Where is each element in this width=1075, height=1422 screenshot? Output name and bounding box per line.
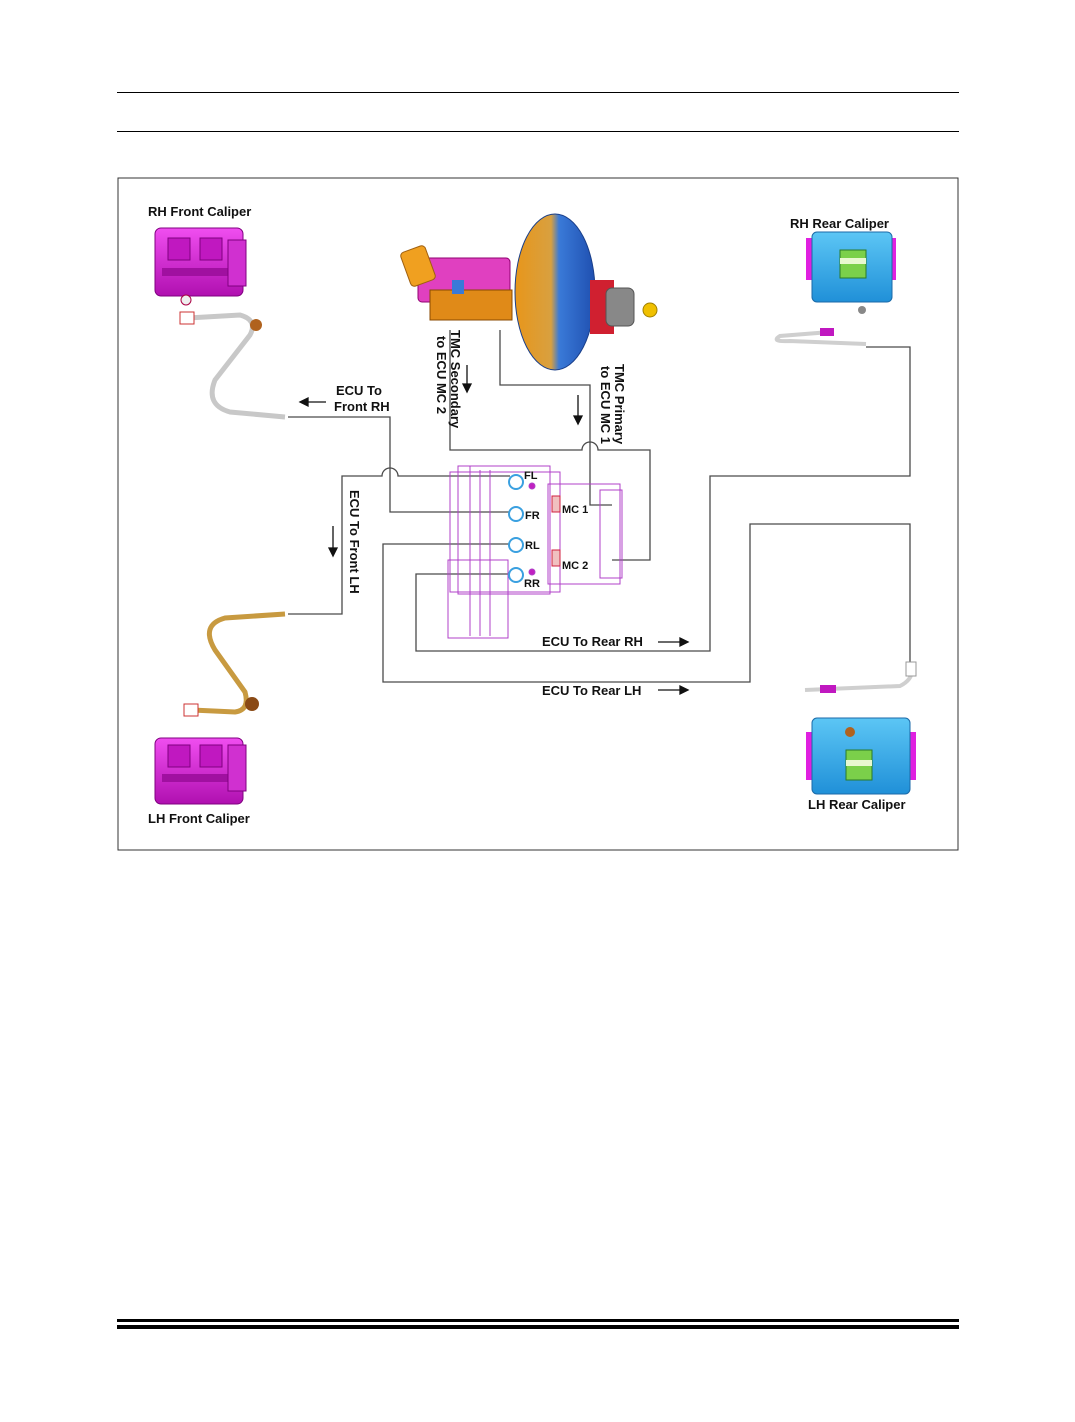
- label-ecu-to-front-rh-2: Front RH: [334, 399, 390, 414]
- rh-front-caliper: [154, 227, 247, 306]
- rh-rear-hose: [774, 330, 867, 346]
- lh-front-fitting: [183, 703, 199, 717]
- master-cylinder-booster: [400, 213, 658, 371]
- line-tmc-secondary: [449, 330, 651, 561]
- label-ecu-to-rear-rh: ECU To Rear RH: [542, 634, 643, 649]
- line-ecu-front-lh: [288, 467, 510, 615]
- header-rule-top: [117, 92, 959, 93]
- label-rh-front-caliper: RH Front Caliper: [148, 204, 251, 219]
- label-ecu-to-rear-lh: ECU To Rear LH: [542, 683, 641, 698]
- lh-rear-caliper: [806, 717, 916, 795]
- label-ecu-to-front-rh-1: ECU To: [336, 383, 382, 398]
- line-ecu-rear-rh: [415, 346, 911, 652]
- lh-front-caliper: [154, 737, 247, 805]
- rh-rear-fitting: [820, 328, 834, 336]
- label-ecu-to-front-lh: ECU To Front LH: [347, 490, 362, 594]
- line-ecu-rear-lh: [382, 523, 911, 683]
- lh-rear-connector: [905, 661, 917, 677]
- footer-rule-thin: [117, 1319, 959, 1322]
- rh-front-hose: [187, 312, 286, 420]
- port-mc2: MC 2: [562, 560, 588, 572]
- rh-rear-caliper: [806, 231, 896, 314]
- port-rr: RR: [524, 578, 540, 590]
- header-rule-bottom: [117, 131, 959, 132]
- lh-front-hose: [191, 611, 286, 715]
- ecu-hydraulic-unit: [447, 465, 623, 639]
- label-lh-rear-caliper: LH Rear Caliper: [808, 797, 906, 812]
- rh-front-fitting: [179, 311, 195, 325]
- lh-front-banjo: [245, 697, 259, 711]
- port-fl: FL: [524, 470, 538, 482]
- label-tmc-secondary-2: to ECU MC 2: [434, 336, 449, 414]
- flow-arrows: [298, 365, 690, 696]
- label-tmc-primary-2: to ECU MC 1: [598, 366, 613, 444]
- lh-rear-fitting: [820, 685, 836, 693]
- port-mc1: MC 1: [562, 504, 588, 516]
- label-tmc-primary-1: TMC Primary: [612, 364, 627, 445]
- label-tmc-secondary-1: TMC Secondary: [448, 330, 463, 429]
- label-lh-front-caliper: LH Front Caliper: [148, 811, 250, 826]
- footer-rule-thick: [117, 1325, 959, 1329]
- line-tmc-primary: [499, 330, 612, 506]
- label-rh-rear-caliper: RH Rear Caliper: [790, 216, 889, 231]
- port-fr: FR: [525, 510, 540, 522]
- rh-front-banjo: [250, 319, 262, 331]
- port-rl: RL: [525, 540, 540, 552]
- brake-lines: [288, 330, 911, 683]
